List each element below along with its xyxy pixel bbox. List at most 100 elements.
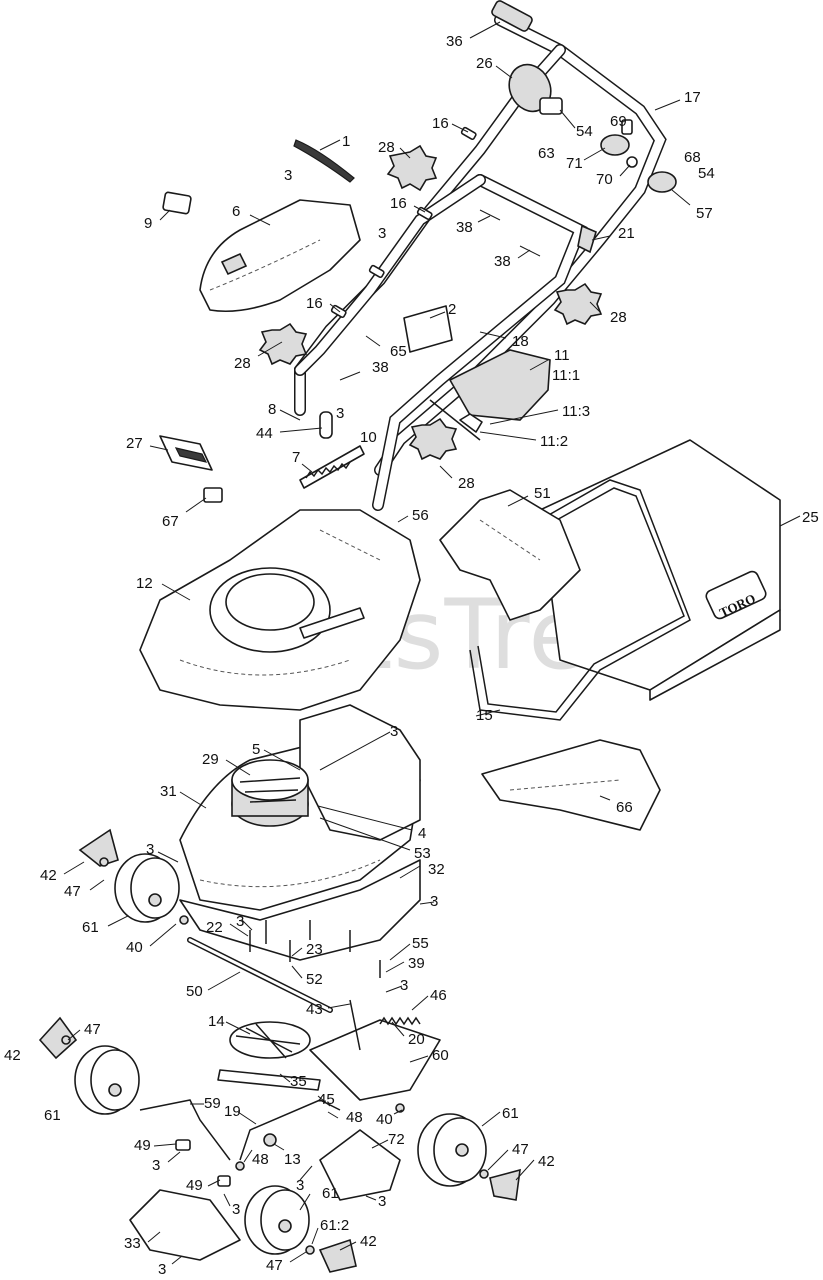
callout-29: 29	[202, 751, 219, 768]
callout-3: 3	[236, 913, 244, 930]
callout-72: 72	[388, 1131, 405, 1148]
callout-71: 71	[566, 155, 583, 172]
callout-23: 23	[306, 941, 323, 958]
axle-50	[187, 937, 333, 1013]
callout-48: 48	[252, 1151, 269, 1168]
callout-61-2: 61:2	[320, 1217, 349, 1234]
callout-16: 16	[432, 115, 449, 132]
toro-badge-9	[162, 191, 192, 215]
hubcap-42-b	[38, 1016, 78, 1060]
lower-handle-18	[294, 174, 588, 511]
clips-49	[175, 1139, 231, 1187]
rear-flap-33	[129, 1189, 241, 1261]
callout-52: 52	[306, 971, 323, 988]
callout-3: 3	[146, 841, 154, 858]
callout-38: 38	[456, 219, 473, 236]
callouts: 36 26 17 54 69 1 16 28 63 71 70 68 54 3 …	[4, 21, 819, 1278]
callout-18: 18	[512, 333, 529, 350]
callout-28: 28	[234, 355, 251, 372]
callout-6: 6	[232, 203, 240, 220]
motor-29	[231, 759, 309, 827]
fan-14	[229, 1021, 311, 1059]
callout-61: 61	[502, 1105, 519, 1122]
spring-20	[379, 1016, 421, 1026]
blade-35	[217, 1069, 321, 1091]
callout-61: 61	[82, 919, 99, 936]
callout-3: 3	[232, 1201, 240, 1218]
callout-70: 70	[596, 171, 613, 188]
callout-25: 25	[802, 509, 819, 526]
housing-12	[139, 509, 421, 711]
lever-19	[239, 1099, 341, 1161]
callout-9: 9	[144, 215, 152, 232]
callout-42: 42	[4, 1047, 21, 1064]
callout-65: 65	[390, 343, 407, 360]
wheel-61-front-right	[244, 1185, 310, 1255]
callout-19: 19	[224, 1103, 241, 1120]
screws	[249, 920, 381, 978]
decal-2	[403, 305, 453, 353]
hubcap-42-a	[78, 828, 119, 867]
callout-28: 28	[458, 475, 475, 492]
callout-47: 47	[84, 1021, 101, 1038]
motor-housing	[299, 704, 421, 841]
callout-27: 27	[126, 435, 143, 452]
callout-69: 69	[610, 113, 627, 130]
callout-60: 60	[432, 1047, 449, 1064]
plug-67	[203, 487, 223, 503]
callout-3: 3	[336, 405, 344, 422]
chute-cover-6	[199, 199, 361, 313]
callout-38: 38	[372, 359, 389, 376]
handle-knobs-28	[258, 144, 603, 461]
cable-clip-69-71	[600, 119, 638, 168]
switch-box-26	[508, 63, 563, 115]
callout-40: 40	[376, 1111, 393, 1128]
wheel-61-front-left	[74, 1045, 140, 1115]
callout-39: 39	[408, 955, 425, 972]
callout-46: 46	[430, 987, 447, 1004]
callout-54: 54	[698, 165, 715, 182]
callout-11-3: 11:3	[562, 403, 590, 420]
callout-49: 49	[186, 1177, 203, 1194]
callout-13: 13	[284, 1151, 301, 1168]
callout-32: 32	[428, 861, 445, 878]
callout-11: 11	[554, 347, 570, 364]
callout-20: 20	[408, 1031, 425, 1048]
callout-56: 56	[412, 507, 429, 524]
cable-grip-68	[647, 171, 691, 206]
callout-3: 3	[378, 225, 386, 242]
callout-3: 3	[296, 1177, 304, 1194]
cord-holder-21	[577, 224, 597, 254]
callout-36: 36	[446, 33, 463, 50]
callout-67: 67	[162, 513, 179, 530]
callout-57: 57	[696, 205, 713, 222]
callout-15: 15	[476, 707, 493, 724]
callout-55: 55	[412, 935, 429, 952]
decal-27	[159, 435, 213, 471]
callout-16: 16	[306, 295, 323, 312]
hubcap-42-d	[318, 1238, 357, 1273]
callout-28: 28	[378, 139, 395, 156]
callout-42: 42	[360, 1233, 377, 1250]
callout-10: 10	[360, 429, 377, 446]
callout-63: 63	[538, 145, 555, 162]
callout-49: 49	[134, 1137, 151, 1154]
callout-16: 16	[390, 195, 407, 212]
callout-4: 4	[418, 825, 426, 842]
callout-50: 50	[186, 983, 203, 1000]
callout-68: 68	[684, 149, 701, 166]
callout-59: 59	[204, 1095, 221, 1112]
callout-61: 61	[322, 1185, 339, 1202]
grass-box-top-51	[439, 489, 581, 621]
callout-42: 42	[40, 867, 57, 884]
deck-frame-32	[179, 859, 421, 961]
callout-44: 44	[256, 425, 273, 442]
callout-61: 61	[44, 1107, 61, 1124]
callout-3: 3	[430, 893, 438, 910]
callout-43: 43	[306, 1001, 323, 1018]
handle-grip-36	[491, 0, 533, 32]
washers	[61, 857, 489, 1255]
callout-3: 3	[152, 1157, 160, 1174]
callout-26: 26	[476, 55, 493, 72]
callout-47: 47	[512, 1141, 529, 1158]
